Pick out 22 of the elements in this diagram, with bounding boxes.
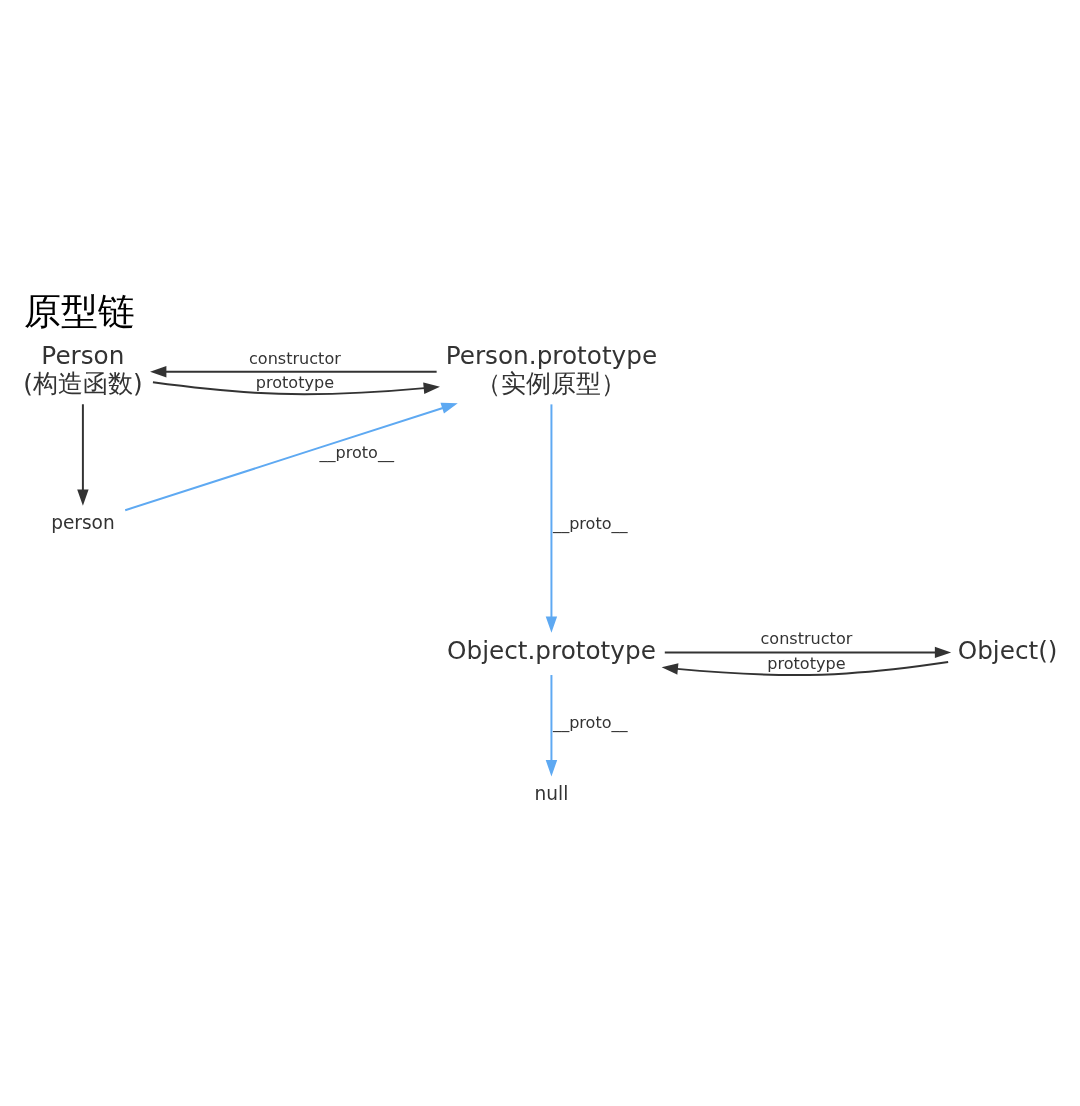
arrow: [545, 673, 558, 776]
node-text: Person (构造函数): [23, 340, 143, 398]
node-text: Object.prototype: [447, 635, 656, 665]
node-text: Person.prototype （实例原型）: [445, 340, 658, 398]
arrow: [150, 365, 438, 377]
node-text: person: [51, 511, 115, 533]
node-text: null: [534, 782, 569, 804]
edge-label: prototype: [255, 372, 335, 392]
edge-label: __proto__: [553, 712, 628, 732]
node-text: Object(): [957, 635, 1058, 665]
edge-label: constructor: [248, 348, 341, 368]
edge-label: __proto__: [553, 513, 628, 533]
arrow: [77, 402, 89, 506]
arrow: [124, 402, 458, 511]
arrow: [663, 646, 952, 658]
arrow: [545, 402, 558, 633]
edge-label: __proto__: [319, 442, 394, 462]
arrow: [661, 660, 950, 676]
diagram-title: 原型链: [23, 289, 135, 333]
edge-label: constructor: [760, 628, 853, 648]
arrow: [151, 380, 440, 395]
edge-label: prototype: [767, 653, 846, 673]
